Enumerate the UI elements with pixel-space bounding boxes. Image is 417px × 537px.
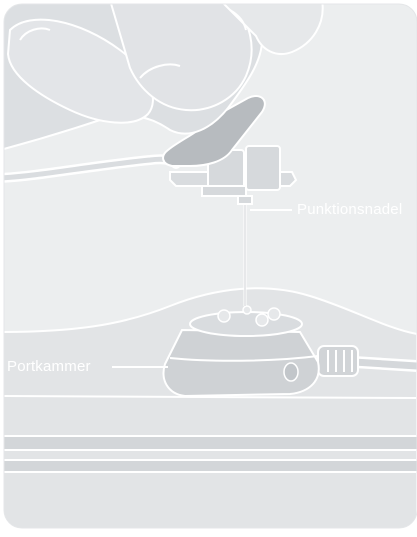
tissue-band-upper (0, 436, 417, 450)
catheter-connector (318, 346, 358, 376)
port-chamber-label: Portkammer (7, 358, 91, 375)
needle-label: Punktionsnadel (297, 201, 402, 218)
tissue-band-lower (0, 460, 417, 472)
